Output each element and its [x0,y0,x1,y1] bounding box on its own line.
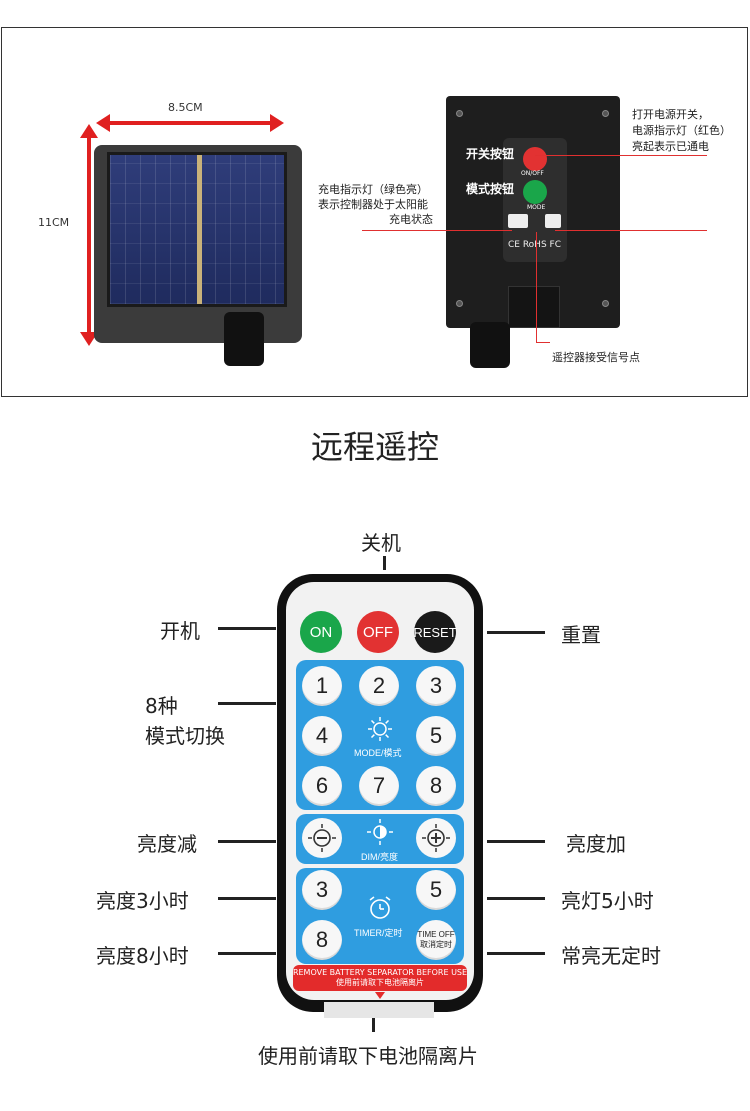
receiver-note: 遥控器接受信号点 [552,351,640,364]
mode-key-1[interactable]: 1 [302,666,342,706]
callout-mode-count: 8种 [145,694,178,718]
callout-power-off: 关机 [361,531,401,555]
callout-bar [487,631,545,634]
charge-note: 充电指示灯（绿色亮） [318,183,428,196]
callout-remove-separator: 使用前请取下电池隔离片 [258,1044,478,1068]
power-note: 打开电源开关， [632,108,709,121]
callout-bar [487,840,545,843]
timer-8h-button[interactable]: 8 [302,920,342,960]
lighting-line [555,230,707,231]
cable-gland [508,286,560,328]
screw-icon [456,110,463,117]
power-note: 亮起表示已通电 [632,140,709,153]
charge-note: 表示控制器处于太阳能 [318,198,428,211]
power-button-icon [523,147,547,171]
lighting-indicator-icon [545,214,561,228]
dim-label: DIM/亮度 [361,852,398,862]
callout-timer-3h: 亮度3小时 [96,889,189,913]
height-label: 11CM [38,216,70,229]
reset-button[interactable]: RESET [413,611,457,653]
width-arrow [96,114,284,132]
callout-power-on: 开机 [160,619,200,643]
width-label: 8.5CM [168,101,203,114]
solar-panel-cells [107,152,287,307]
output-connector [470,322,510,368]
receiver-line-v [536,232,537,342]
time-off-text: TIME OFF [417,930,455,939]
callout-dim-down: 亮度减 [137,832,197,856]
callout-bar [218,702,276,705]
mode-text: MODE [527,204,546,211]
callout-bar [487,952,545,955]
callout-bar [218,897,276,900]
warning-cn: 使用前请取下电池隔离片 [336,978,424,987]
time-off-sub: 取消定时 [420,940,452,949]
time-off-button[interactable]: TIME OFF 取消定时 [416,920,456,960]
screw-icon [602,110,609,117]
battery-warning: REMOVE BATTERY SEPARATOR BEFORE USE 使用前请… [293,965,467,991]
mode-key-4[interactable]: 4 [302,716,342,756]
mode-key-8[interactable]: 8 [416,766,456,806]
brightness-icon [367,819,393,845]
battery-separator-tab[interactable] [324,1002,434,1018]
cert-marks: CE RoHS FC [508,240,561,250]
callout-dim-up: 亮度加 [566,832,626,856]
on-off-text: ON/OFF [521,170,544,177]
down-arrow-icon [375,992,385,999]
power-note-line [535,155,707,156]
brightness-plus-icon [422,824,450,852]
on-button[interactable]: ON [300,611,342,653]
dim-up-button[interactable] [416,818,456,858]
callout-bar [383,556,386,570]
callout-bar [218,840,276,843]
timer-3h-button[interactable]: 3 [302,870,342,910]
callout-timer-5h: 亮灯5小时 [561,889,654,913]
product-frame [1,27,748,397]
callout-bar [372,1018,375,1032]
callout-timer-8h: 亮度8小时 [96,944,189,968]
brightness-minus-icon [308,824,336,852]
sun-icon [368,717,392,741]
power-note: 电源指示灯（红色） [632,124,731,137]
screw-icon [456,300,463,307]
power-switch-label: 开关按钮 [466,147,515,161]
charge-note-line [362,230,512,231]
mode-key-7[interactable]: 7 [359,766,399,806]
charge-note: 充电状态 [389,213,433,226]
timer-label: TIMER/定时 [354,928,403,938]
mode-key-2[interactable]: 2 [359,666,399,706]
callout-bar [487,897,545,900]
off-button[interactable]: OFF [357,611,399,653]
timer-5h-button[interactable]: 5 [416,870,456,910]
callout-mode-switch: 模式切换 [145,724,225,748]
mode-key-6[interactable]: 6 [302,766,342,806]
callout-bar [218,627,276,630]
callout-always-on: 常亮无定时 [561,944,661,968]
section-title: 远程遥控 [310,428,439,466]
mode-button-label: 模式按钮 [466,182,515,196]
callout-reset: 重置 [561,623,601,647]
solar-connector [224,312,264,366]
height-arrow [80,124,98,346]
receiver-line-h [536,342,550,343]
callout-bar [218,952,276,955]
warning-en: REMOVE BATTERY SEPARATOR BEFORE USE [292,968,468,977]
mode-button-icon [523,180,547,204]
mode-key-3[interactable]: 3 [416,666,456,706]
dim-down-button[interactable] [302,818,342,858]
mode-label: MODE/模式 [354,748,402,758]
charging-indicator-icon [508,214,528,228]
mode-key-5[interactable]: 5 [416,716,456,756]
screw-icon [602,300,609,307]
alarm-clock-icon [369,896,391,919]
